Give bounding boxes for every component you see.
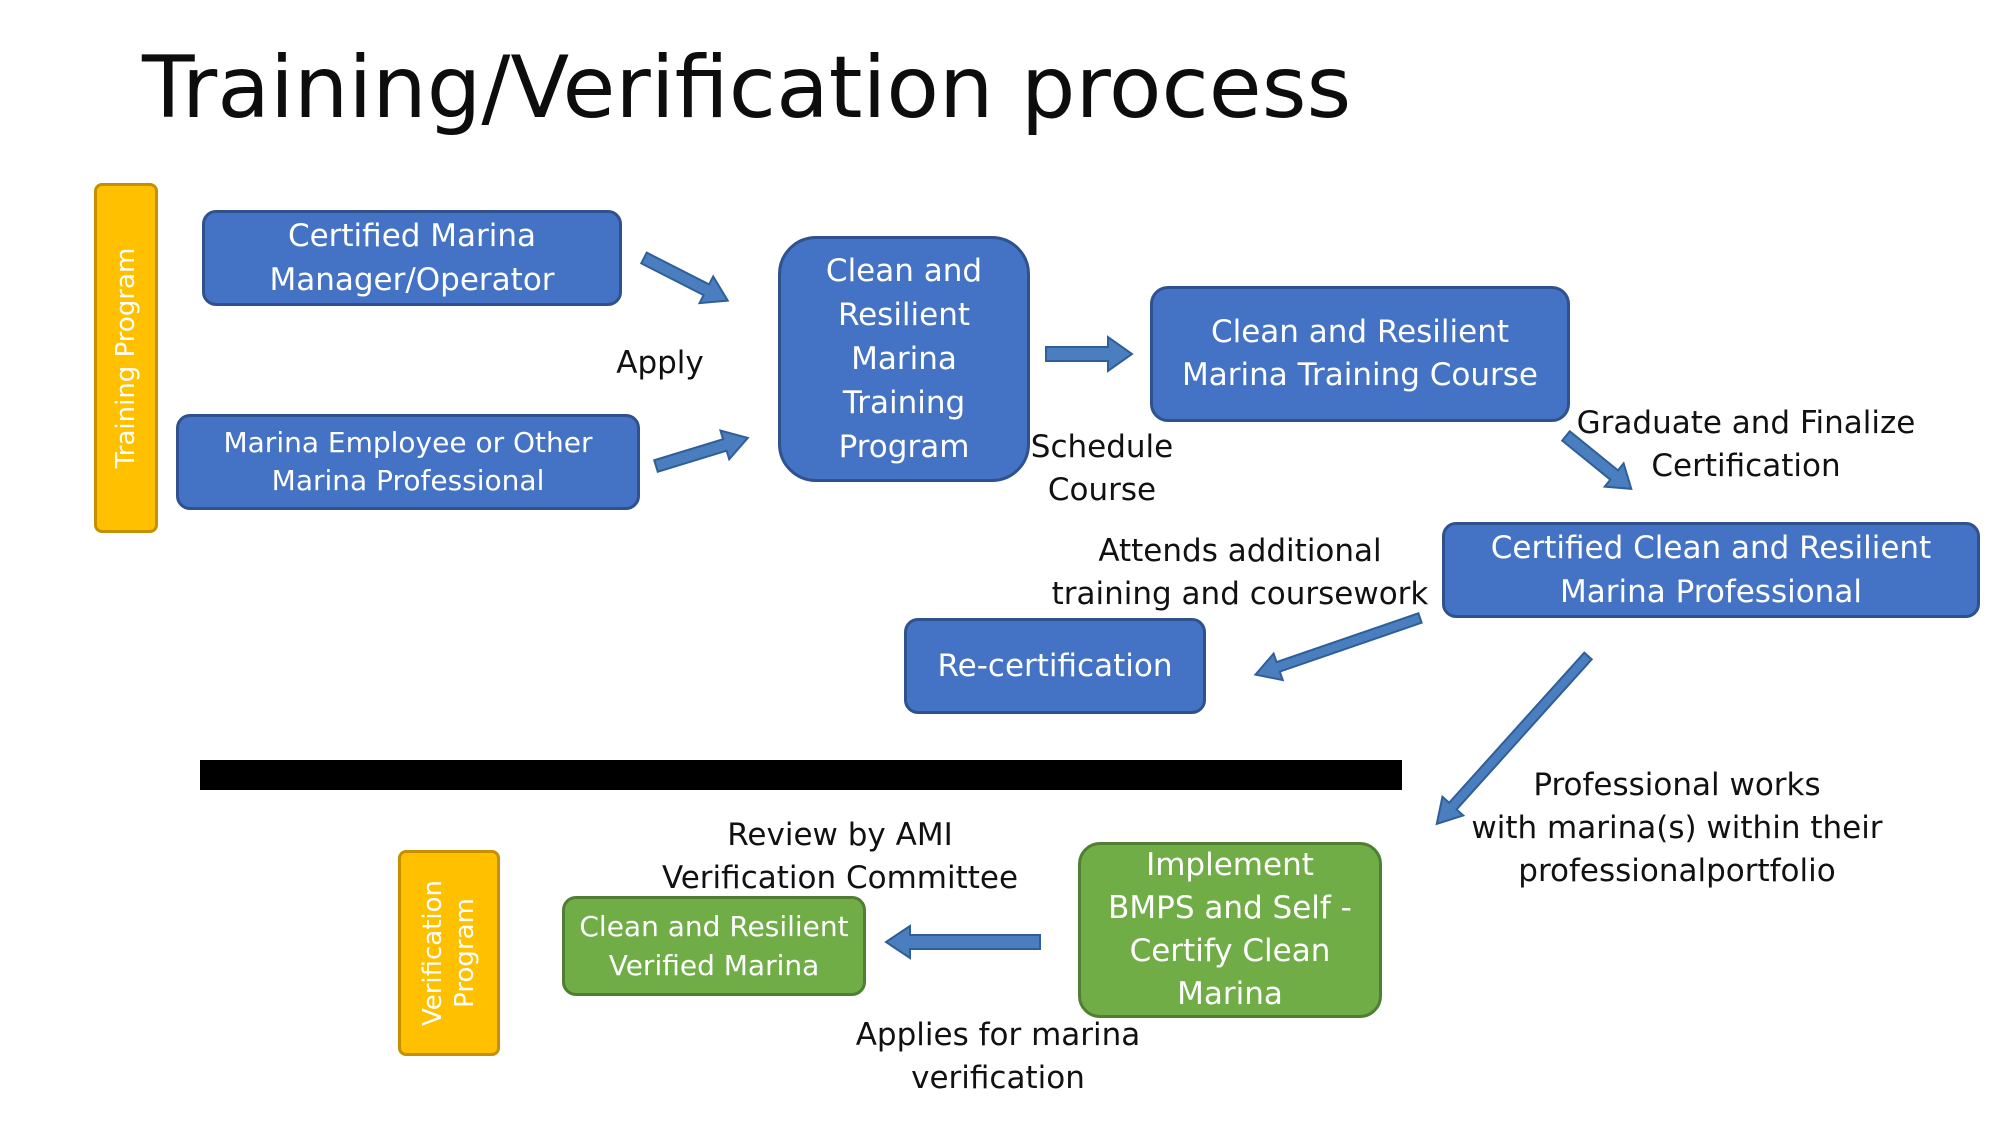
verification-program-label: Verification Program — [418, 879, 480, 1027]
recertification-box: Re-certification — [904, 618, 1206, 714]
training-course-box: Clean and Resilient Marina Training Cour… — [1150, 286, 1570, 422]
graduate-finalize-label: Graduate and Finalize Certification — [1576, 405, 1916, 484]
applies-for-verification-label: Applies for marina verification — [855, 1017, 1141, 1096]
arrow-manager-to-program — [639, 251, 730, 305]
professional-works-label: Professional works with marina(s) within… — [1471, 767, 1883, 889]
marina-employee-box: Marina Employee or Other Marina Professi… — [176, 414, 640, 510]
schedule-course-label: Schedule Course — [1030, 429, 1174, 508]
arrow-employee-to-program — [652, 429, 750, 473]
certified-professional-box: Certified Clean and Resilient Marina Pro… — [1442, 522, 1980, 618]
page-title: Training/Verification process — [142, 38, 1352, 138]
certified-marina-manager-box: Certified Marina Manager/Operator — [202, 210, 622, 306]
attends-additional-label: Attends additional training and coursewo… — [1051, 533, 1429, 612]
section-divider — [200, 760, 1402, 790]
implement-bmps-box: Implement BMPS and Self - Certify Clean … — [1078, 842, 1382, 1018]
arrow-implement-to-verified — [884, 924, 1041, 960]
training-program-box: Clean and Resilient Marina Training Prog… — [778, 236, 1030, 482]
apply-label: Apply — [616, 345, 704, 381]
arrow-certified-to-recert — [1253, 612, 1423, 682]
review-by-ami-label: Review by AMI Verification Committee — [661, 817, 1019, 896]
verified-marina-box: Clean and Resilient Verified Marina — [562, 896, 866, 996]
arrow-program-to-course — [1045, 335, 1134, 373]
verification-program-tag: Verification Program — [398, 850, 500, 1056]
training-program-label: Training Program — [111, 247, 141, 469]
training-program-tag: Training Program — [94, 183, 158, 533]
